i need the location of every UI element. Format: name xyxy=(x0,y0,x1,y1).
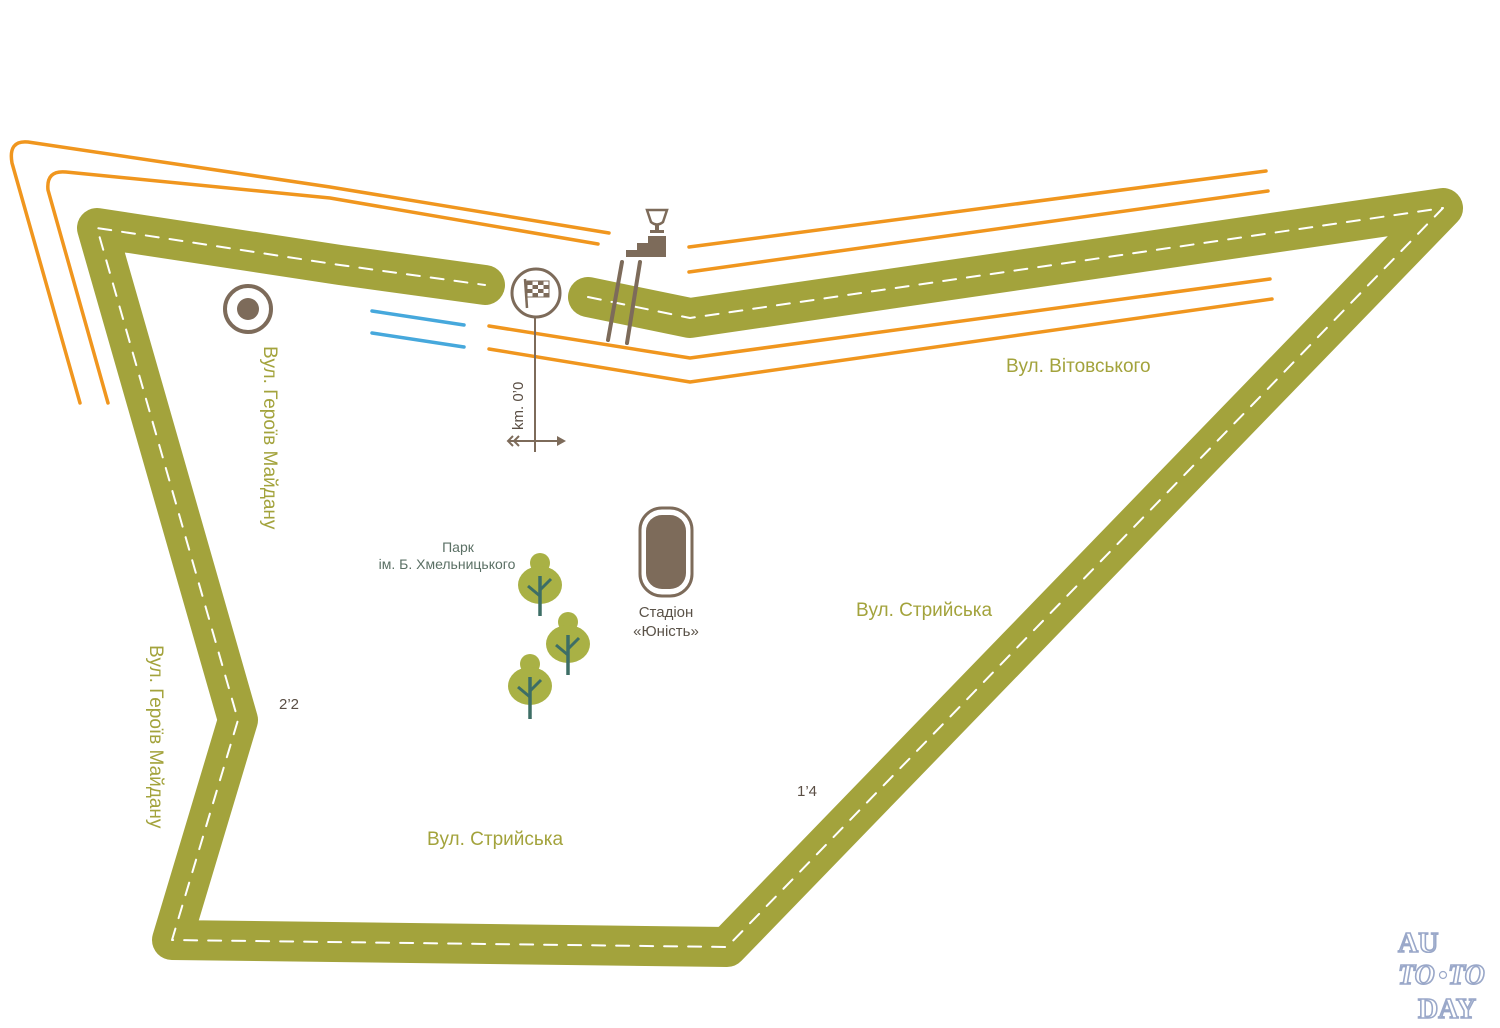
distance-marker-southeast: 1’4 xyxy=(797,783,818,800)
track-center-dashes xyxy=(96,207,1444,948)
stadium-label-line1: Стадіон xyxy=(638,604,694,621)
water-lines xyxy=(370,309,466,349)
target-icon xyxy=(223,284,273,334)
logo-line3: DAY xyxy=(1418,994,1476,1024)
street-label-stryiska-south: Вул. Стрийська xyxy=(427,829,564,850)
logo-line2a: TO xyxy=(1398,960,1435,991)
road-line-north-1 xyxy=(687,169,1268,249)
track-body-main xyxy=(77,188,1463,967)
logo-line2b: TO xyxy=(1448,960,1485,991)
podium-trophy-icon xyxy=(626,208,669,257)
tree-icon xyxy=(546,612,590,675)
stadium-label-line2: «Юність» xyxy=(633,623,699,640)
race-track xyxy=(77,188,1463,967)
checkered-flag-icon xyxy=(510,267,562,319)
street-label-heroiv-maidanu-outer: Вул. Героїв Майдану xyxy=(145,645,166,829)
road-line-outer-west xyxy=(9,140,611,405)
street-label-stryiska-east: Вул. Стрийська xyxy=(856,600,993,621)
street-label-heroiv-maidanu-inner: Вул. Героїв Майдану xyxy=(259,346,280,530)
street-label-vitovskoho: Вул. Вітовського xyxy=(1006,356,1151,377)
autotoday-logo: AU TO TO DAY xyxy=(1397,928,1485,1024)
road-line-south-1 xyxy=(487,277,1272,360)
distance-marker-west: 2’2 xyxy=(279,696,300,713)
km-arrow xyxy=(506,435,566,447)
tree-icon xyxy=(508,654,552,719)
road-line-north-2 xyxy=(687,189,1270,274)
park-label-line1: Парк xyxy=(442,539,474,555)
finish-bar-1 xyxy=(606,260,624,342)
tree-icon xyxy=(518,553,562,616)
start-finish xyxy=(506,208,669,452)
road-line-south-2 xyxy=(487,297,1274,384)
logo-line1: AU xyxy=(1398,928,1438,959)
surrounding-roads xyxy=(9,140,1274,405)
park-label-line2: ім. Б. Хмельницького xyxy=(378,556,516,572)
stadium-label: Стадіон «Юність» xyxy=(616,603,716,641)
finish-bar-2 xyxy=(625,260,642,345)
start-km-label: km. 0’0 xyxy=(510,381,527,430)
road-line-inner-west xyxy=(46,170,600,405)
park-label: Парк ім. Б. Хмельницького xyxy=(362,539,532,573)
stadium-icon xyxy=(638,506,694,598)
park-trees xyxy=(508,553,590,719)
